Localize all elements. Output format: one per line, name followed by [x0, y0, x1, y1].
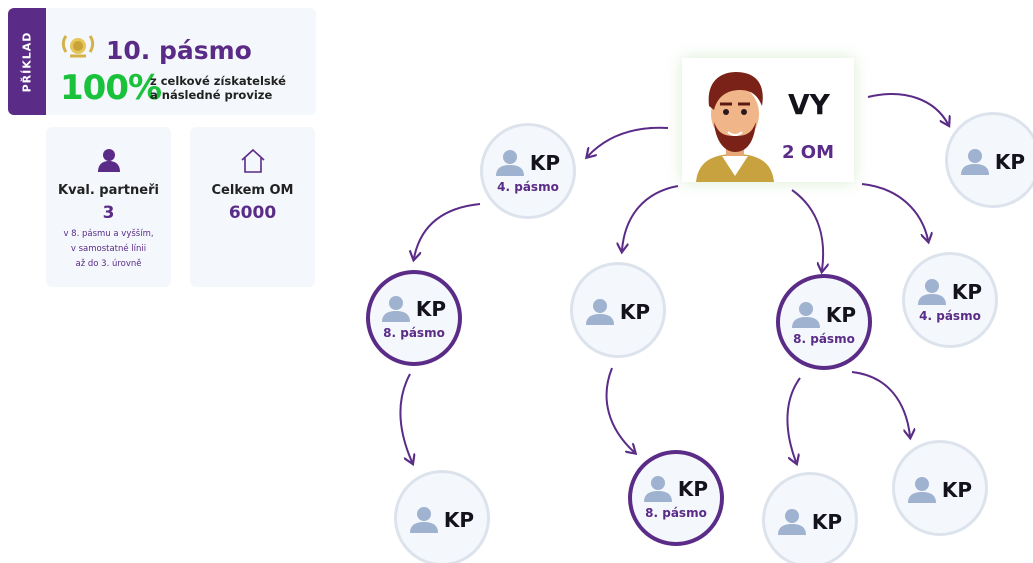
- arrow-8-to-bottom: [399, 373, 412, 462]
- person-icon: [907, 477, 936, 503]
- laurel-medal-icon: [61, 35, 95, 58]
- root-om: 2 OM: [782, 142, 835, 163]
- node-kp-center-8: KP 8. pásmo: [776, 274, 872, 370]
- commission-percent: 100%: [60, 68, 162, 108]
- person-icon: [960, 149, 989, 175]
- om-value: 6000: [228, 203, 277, 223]
- person-icon: [97, 149, 120, 172]
- person-icon: [643, 476, 672, 502]
- node-kp-topright: KP: [945, 112, 1033, 208]
- partners-label: Kval. partneři: [58, 183, 159, 198]
- person-icon: [495, 150, 524, 176]
- arrow-left-to-8: [414, 203, 481, 258]
- qualified-partners-card: Kval. partneři 3 v 8. pásmu a vyšším, v …: [46, 127, 171, 287]
- node-kp-rightmid: KP 4. pásmo: [902, 252, 998, 348]
- arrow-root-to-rightmid: [861, 183, 928, 240]
- arrow-root-to-right: [867, 93, 948, 124]
- person-icon: [791, 302, 820, 328]
- arrow-center-to-bl: [786, 377, 801, 462]
- arrow-mid-to-bottom: [605, 367, 634, 452]
- person-icon: [917, 279, 946, 305]
- node-kp-bottom-center: KP: [762, 472, 858, 563]
- root-name: VY: [788, 88, 830, 121]
- node-kp-mid: KP: [570, 262, 666, 358]
- total-om-card: Celkem OM 6000: [190, 127, 315, 287]
- house-icon: [240, 148, 265, 173]
- node-kp-bottom-left: KP: [394, 470, 490, 563]
- avatar: [696, 72, 774, 182]
- root-node-you: VY 2 OM: [682, 58, 854, 182]
- partners-note: v 8. pásmu a vyšším, v samostatné línii …: [63, 229, 154, 269]
- partners-value: 3: [102, 203, 115, 223]
- person-icon: [409, 507, 438, 533]
- node-kp-bottom-mid-8: KP 8. pásmo: [628, 450, 724, 546]
- om-label: Celkem OM: [211, 183, 294, 198]
- arrow-root-to-left: [588, 126, 669, 156]
- person-icon: [381, 296, 410, 322]
- node-kp-left-8: KP 8. pásmo: [366, 270, 462, 366]
- level-title: 10. pásmo: [106, 36, 252, 65]
- level-card: 10. pásmo 100% z celkové získatelské a n…: [46, 8, 316, 115]
- node-kp-bottom-right: KP: [892, 440, 988, 536]
- person-icon: [777, 509, 806, 535]
- arrow-root-to-mid: [622, 185, 679, 250]
- person-icon: [585, 299, 614, 325]
- arrow-root-to-center: [791, 189, 823, 270]
- node-kp-left: KP 4. pásmo: [480, 123, 576, 219]
- commission-description: z celkové získatelské a následné provize: [150, 74, 286, 102]
- arrow-center-to-br: [851, 371, 910, 436]
- example-tag: PŘÍKLAD: [8, 8, 46, 115]
